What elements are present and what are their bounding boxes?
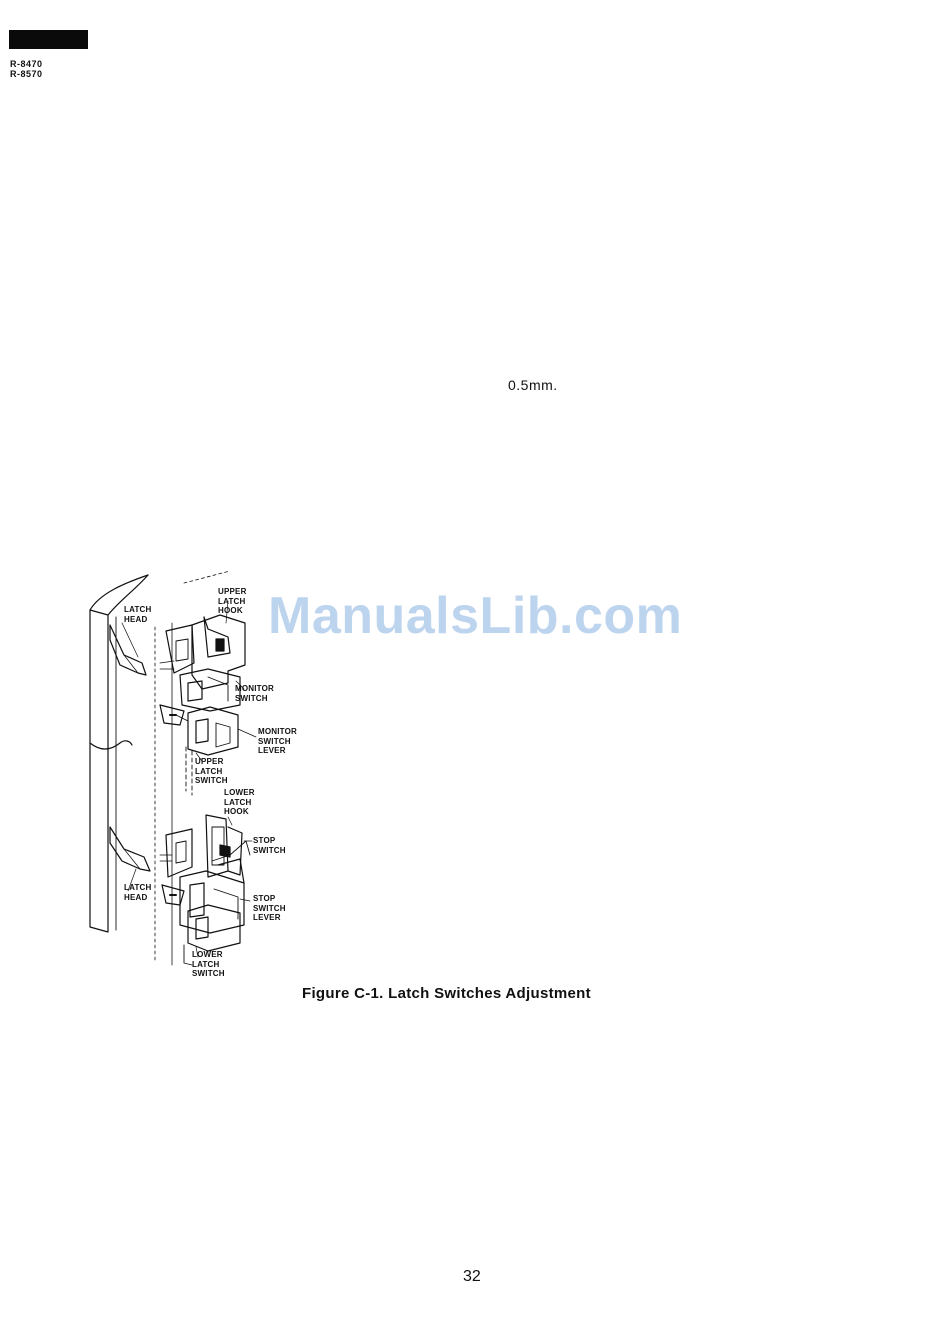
label-monitor-switch: MONITOR SWITCH	[235, 684, 274, 703]
figure-caption: Figure C-1. Latch Switches Adjustment	[302, 985, 591, 1002]
label-stop-switch-lever: STOP SWITCH LEVER	[253, 894, 286, 923]
spec-text: 0.5mm.	[508, 377, 558, 393]
watermark: ManualsLib.com	[268, 586, 682, 646]
model-number: R-8470	[10, 59, 43, 69]
label-upper-latch-switch: UPPER LATCH SWITCH	[195, 757, 228, 786]
label-stop-switch: STOP SWITCH	[253, 836, 286, 855]
header-black-bar	[9, 30, 88, 49]
model-number: R-8570	[10, 69, 43, 79]
label-monitor-switch-lever: MONITOR SWITCH LEVER	[258, 727, 297, 756]
page-number: 32	[463, 1268, 481, 1286]
label-upper-latch-hook: UPPER LATCH HOOK	[218, 587, 247, 616]
label-latch-head-lower: LATCH HEAD	[124, 883, 152, 902]
label-lower-latch-switch: LOWER LATCH SWITCH	[192, 950, 225, 979]
label-latch-head-upper: LATCH HEAD	[124, 605, 152, 624]
label-lower-latch-hook: LOWER LATCH HOOK	[224, 788, 255, 817]
latch-switches-figure: LATCH HEAD UPPER LATCH HOOK MONITOR SWIT…	[80, 565, 320, 990]
